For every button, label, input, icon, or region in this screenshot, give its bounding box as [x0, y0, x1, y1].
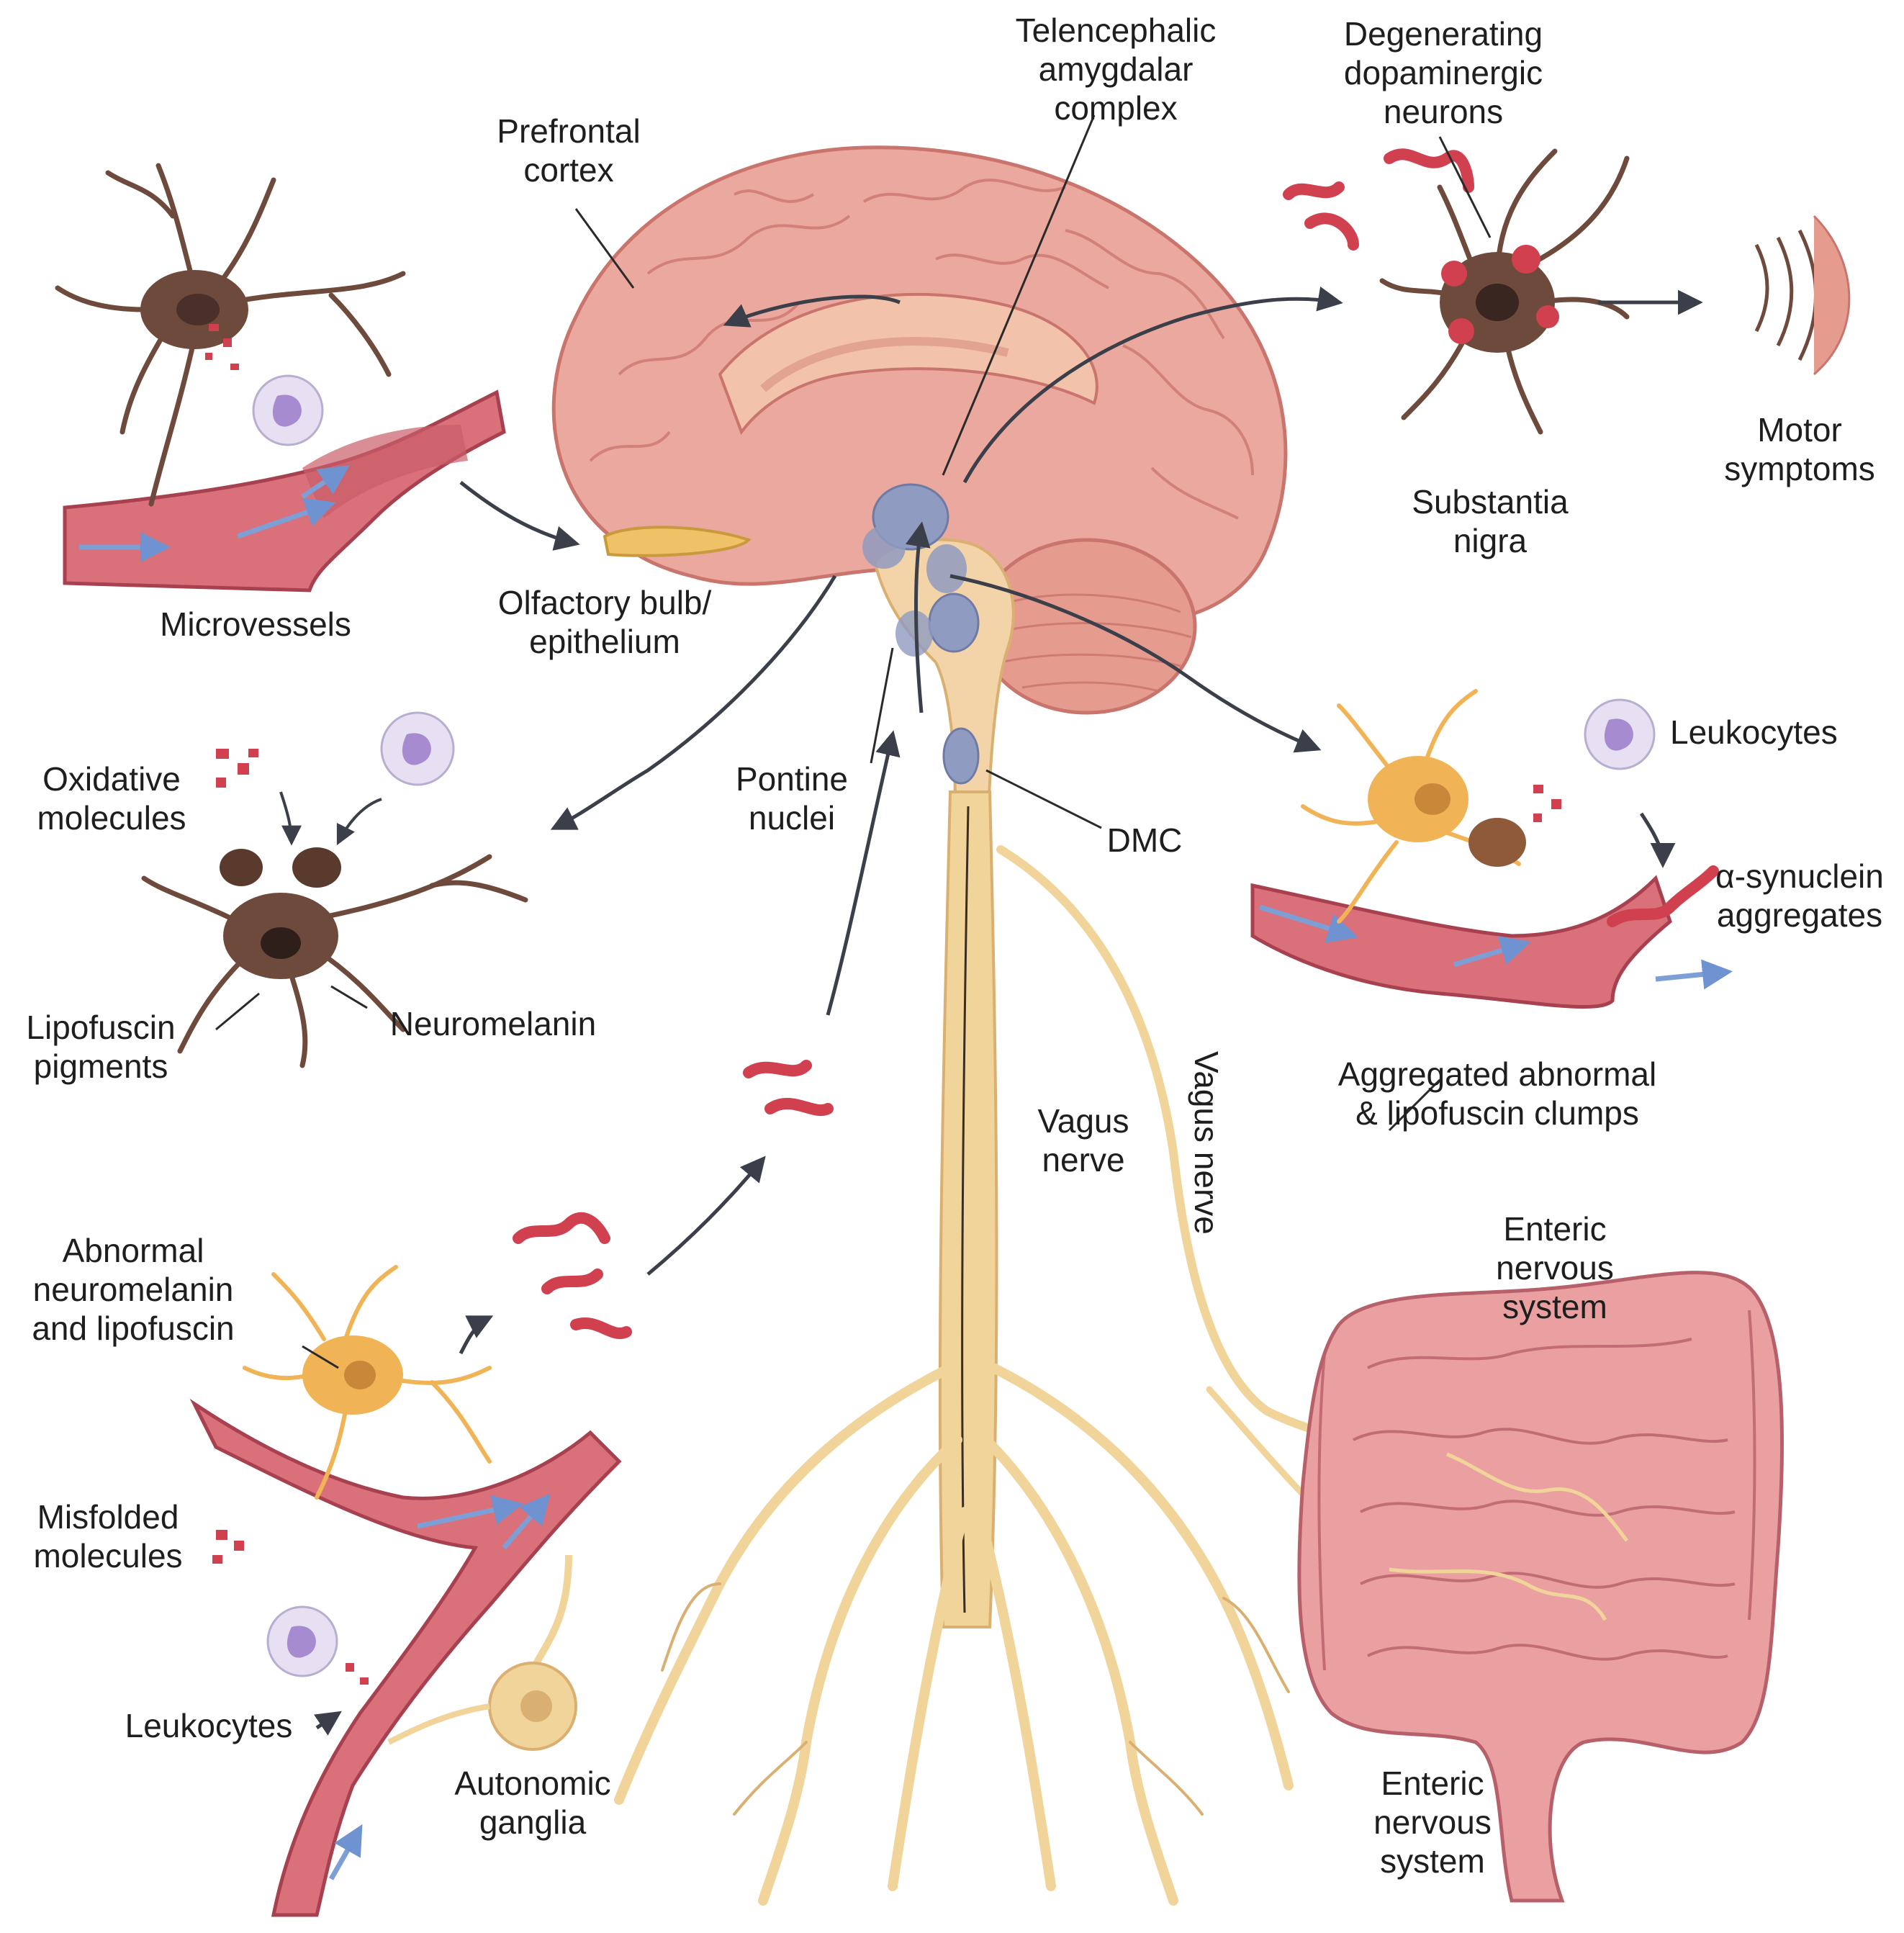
label-leukocytes-top: Leukocytes	[1670, 713, 1838, 751]
label-prefrontal-cortex: Prefrontal cortex	[497, 112, 641, 189]
vagus-nerve-rotated-label: Vagus nerve	[1188, 1051, 1225, 1235]
label-neuromelanin: Neuromelanin	[389, 1005, 597, 1042]
microvessel-scene	[55, 163, 506, 592]
label-dmc: DMC	[1106, 821, 1183, 859]
brain	[551, 145, 1288, 715]
brainstem-and-vagus	[614, 483, 1451, 1906]
autonomic-scene	[189, 1060, 834, 1917]
label-aggregated-clumps: Aggregated abnormal & lipofuscin clumps	[1337, 1055, 1657, 1132]
degenerating-neuron	[1283, 148, 1851, 435]
intestines	[1297, 1271, 1785, 1903]
label-lipofuscin-pigments: Lipofuscin pigments	[26, 1009, 176, 1085]
pathway-arrows	[314, 286, 1703, 1736]
label-motor-symptoms: Motor symptoms	[1724, 411, 1875, 487]
label-alpha-synuclein: α-synuclein aggregates	[1715, 857, 1884, 934]
label-autonomic-ganglia: Autonomic ganglia	[454, 1765, 611, 1841]
label-degenerating-neurons: Degenerating dopaminergic neurons	[1343, 15, 1543, 130]
label-enteric-top: Enteric nervous system	[1496, 1210, 1614, 1325]
label-substantia-nigra: Substantia nigra	[1412, 483, 1569, 559]
label-abnormal-neuromelanin: Abnormal neuromelanin and lipofuscin	[32, 1232, 235, 1347]
leader-lines	[215, 114, 1492, 1369]
label-enteric-bottom: Enteric nervous system	[1373, 1765, 1492, 1880]
label-leukocytes-bottom: Leukocytes	[125, 1707, 293, 1744]
label-oxidative-molecules: Oxidative molecules	[37, 760, 186, 837]
label-vagus-nerve: Vagus nerve	[1037, 1102, 1129, 1179]
label-olfactory-bulb: Olfactory bulb/ epithelium	[497, 584, 712, 660]
label-pontine-nuclei: Pontine nuclei	[735, 760, 848, 837]
aggregate-scene	[1250, 689, 1733, 1009]
neuromelanin-neuron	[141, 711, 528, 1068]
label-microvessels: Microvessels	[160, 605, 351, 643]
label-amygdalar-complex: Telencephalic amygdalar complex	[1015, 12, 1217, 127]
label-misfolded-molecules: Misfolded molecules	[33, 1498, 183, 1574]
